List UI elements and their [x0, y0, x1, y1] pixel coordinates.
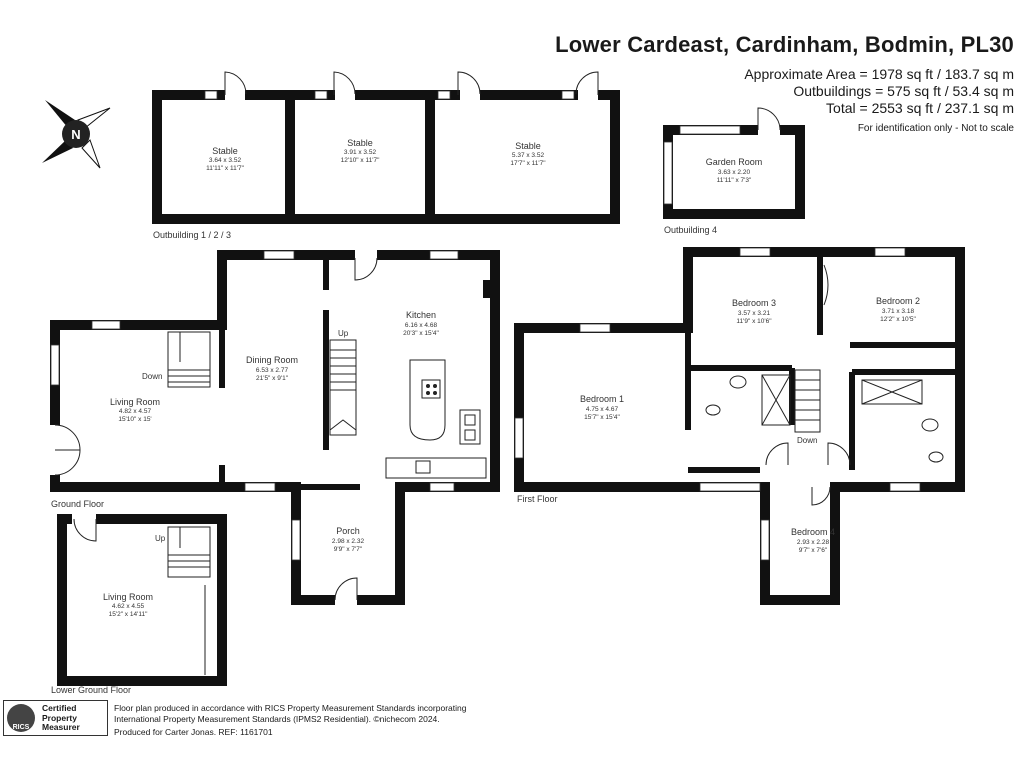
footer-line: International Property Measurement Stand…	[114, 714, 440, 724]
room-dims-imperial: 12'10" x 11'7"	[341, 157, 380, 164]
room-dims-imperial: 15'10" x 15'	[118, 416, 151, 423]
room-dims-metric: 4.75 x 4.67	[586, 406, 619, 413]
footer-line: Floor plan produced in accordance with R…	[114, 703, 467, 713]
room-dims-metric: 6.16 x 4.68	[405, 322, 438, 329]
room-dims-imperial: 21'5" x 9'1"	[256, 375, 289, 382]
room-dims-metric: 3.64 x 3.52	[209, 157, 242, 164]
stair-label: Up	[155, 534, 166, 543]
outbuilding-stables	[152, 71, 620, 224]
rics-badge: RICS Certified Property Measurer	[3, 700, 108, 736]
room-dims-metric: 3.71 x 3.18	[882, 308, 915, 315]
room-name: Kitchen	[406, 310, 436, 320]
floor-label-outbuilding-4: Outbuilding 4	[664, 225, 717, 235]
compass-letter: N	[71, 127, 80, 142]
room-name: Living Room	[110, 397, 160, 407]
room-dims-metric: 3.57 x 3.21	[738, 310, 771, 317]
room-dims-imperial: 11'11" x 7'3"	[717, 177, 752, 184]
room-dims-metric: 4.62 x 4.55	[112, 603, 145, 610]
rics-logo-icon: RICS	[7, 704, 35, 732]
room-name: Bedroom 4	[791, 527, 835, 537]
room-dims-imperial: 17'7" x 11'7"	[510, 160, 546, 167]
room-dims-metric: 6.53 x 2.77	[256, 367, 289, 374]
room-name: Garden Room	[706, 157, 763, 167]
disclaimer: For identification only - Not to scale	[857, 123, 1014, 134]
room-dims-imperial: 11'9" x 10'6"	[736, 318, 772, 325]
room-name: Stable	[347, 138, 373, 148]
compass-icon: N	[42, 100, 111, 169]
area-main: Approximate Area = 1978 sq ft / 183.7 sq…	[744, 66, 1014, 82]
area-outbuildings: Outbuildings = 575 sq ft / 53.4 sq m	[793, 83, 1014, 99]
room-name: Porch	[336, 526, 360, 536]
room-dims-imperial: 9'7" x 7'6"	[799, 547, 828, 554]
outbuilding-garden-room	[663, 107, 805, 219]
stair-label: Down	[797, 436, 817, 445]
first-floor	[514, 247, 965, 605]
room-dims-imperial: 11'11" x 11'7"	[206, 165, 245, 172]
floor-label-lower-ground: Lower Ground Floor	[51, 685, 131, 695]
floor-label-outbuilding-123: Outbuilding 1 / 2 / 3	[153, 230, 231, 240]
ground-floor	[50, 250, 500, 606]
room-dims-metric: 3.63 x 2.20	[718, 169, 751, 176]
stair-label: Down	[142, 372, 162, 381]
room-name: Bedroom 3	[732, 298, 776, 308]
room-name: Dining Room	[246, 355, 298, 365]
room-dims-imperial: 15'2" x 14'11"	[109, 611, 148, 618]
room-dims-metric: 5.37 x 3.52	[512, 152, 545, 159]
room-dims-imperial: 12'2" x 10'5"	[880, 316, 916, 323]
room-name: Living Room	[103, 592, 153, 602]
room-name: Bedroom 1	[580, 394, 624, 404]
room-name: Stable	[515, 141, 541, 151]
room-dims-metric: 2.93 x 2.28	[797, 539, 830, 546]
room-dims-imperial: 9'9" x 7'7"	[334, 546, 363, 553]
floor-label-first: First Floor	[517, 494, 558, 504]
footer-line: Produced for Carter Jonas. REF: 1161701	[114, 727, 273, 737]
badge-line: Certified	[42, 703, 77, 713]
room-dims-metric: 3.91 x 3.52	[344, 149, 377, 156]
room-dims-imperial: 15'7" x 15'4"	[584, 414, 620, 421]
room-name: Stable	[212, 146, 238, 156]
room-dims-imperial: 20'3" x 15'4"	[403, 330, 439, 337]
floor-label-ground: Ground Floor	[51, 499, 104, 509]
stair-label: Up	[338, 329, 349, 338]
area-total: Total = 2553 sq ft / 237.1 sq m	[826, 100, 1014, 116]
badge-line: Measurer	[42, 722, 80, 732]
room-name: Bedroom 2	[876, 296, 920, 306]
lower-ground-floor	[57, 513, 227, 686]
room-dims-metric: 2.98 x 2.32	[332, 538, 365, 545]
badge-line: Property	[42, 712, 77, 723]
property-title: Lower Cardeast, Cardinham, Bodmin, PL30	[555, 32, 1014, 57]
room-dims-metric: 4.82 x 4.57	[119, 408, 152, 415]
